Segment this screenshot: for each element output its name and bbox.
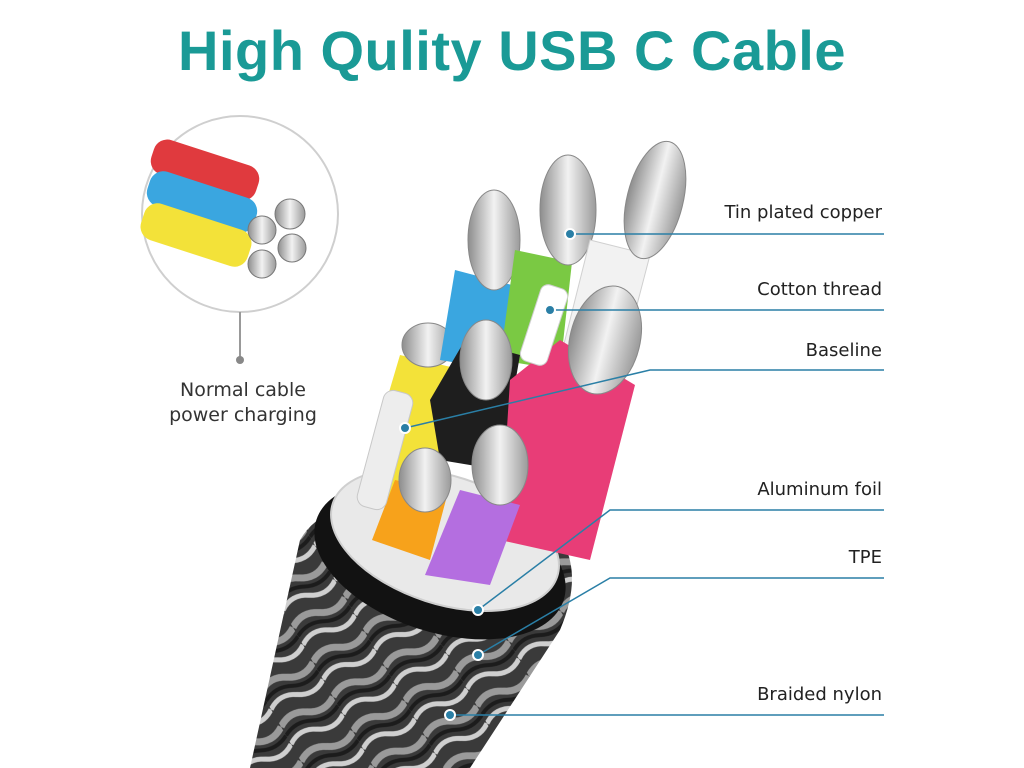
inset-pointer-dot bbox=[236, 356, 244, 364]
inset-caption: Normal cable power charging bbox=[143, 378, 343, 428]
leader-dot bbox=[564, 228, 576, 240]
inset-normal-cable bbox=[140, 115, 339, 364]
leader-dot bbox=[444, 709, 456, 721]
inset-wires bbox=[140, 139, 307, 279]
inset-caption-line-1: Normal cable bbox=[180, 379, 306, 401]
label-braided-nylon: Braided nylon bbox=[757, 684, 882, 705]
leader-dot bbox=[544, 304, 556, 316]
label-baseline: Baseline bbox=[805, 340, 882, 361]
cotton-thread-strands bbox=[356, 284, 569, 511]
leader-line-aluminum-foil bbox=[477, 509, 884, 611]
pink-wire bbox=[500, 285, 642, 560]
inset-red-wire bbox=[150, 139, 260, 201]
inset-conductor bbox=[277, 233, 307, 263]
main-cable bbox=[250, 140, 687, 768]
inset-blue-wire bbox=[146, 171, 258, 233]
leader-dot bbox=[472, 649, 484, 661]
inset-conductor bbox=[247, 249, 277, 279]
inset-caption-line-2: power charging bbox=[169, 404, 317, 426]
inset-yellow-wire bbox=[140, 203, 252, 267]
inset-conductor bbox=[247, 215, 277, 245]
callout-lines bbox=[399, 228, 884, 721]
label-aluminum-foil: Aluminum foil bbox=[757, 479, 882, 500]
leader-line-baseline bbox=[404, 369, 884, 429]
inset-conductor bbox=[274, 198, 306, 230]
leader-dot bbox=[399, 422, 411, 434]
orange-wire bbox=[372, 447, 452, 560]
label-tin-plated-copper: Tin plated copper bbox=[724, 202, 882, 223]
purple-wire bbox=[425, 424, 529, 585]
leader-line-tpe bbox=[477, 577, 884, 656]
leader-dot bbox=[472, 604, 484, 616]
page-title: High Qulity USB C Cable bbox=[178, 19, 846, 82]
label-cotton-thread: Cotton thread bbox=[757, 279, 882, 300]
label-tpe: TPE bbox=[848, 547, 882, 568]
